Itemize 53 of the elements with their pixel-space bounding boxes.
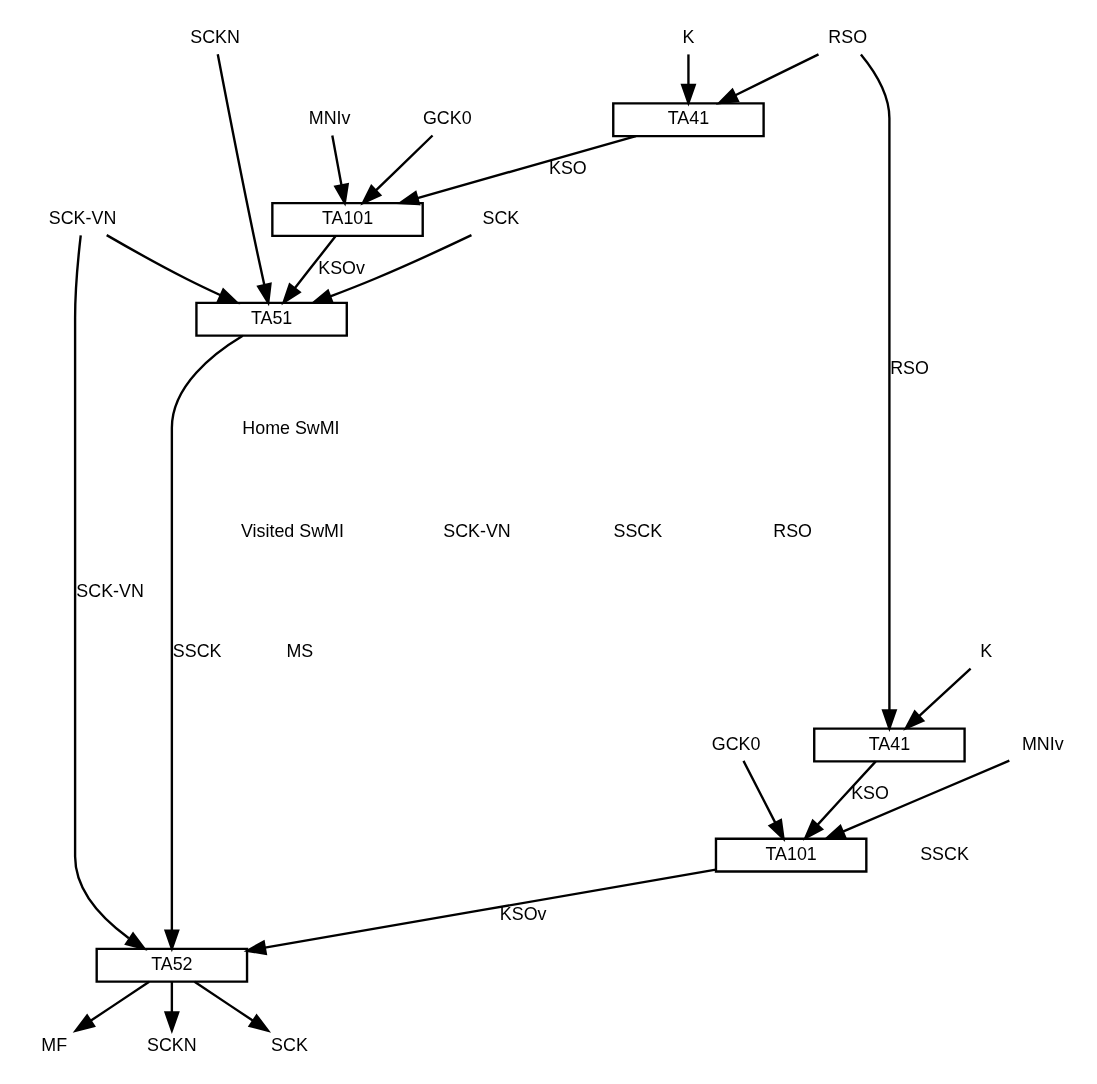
edge-label: SCK-VN [76,580,144,601]
node-text: K [980,640,993,661]
label: SCK-VN [443,520,511,541]
arrow [742,759,786,842]
edge-label: KSOv [499,903,547,924]
label: RSO [773,520,812,541]
arrow [72,980,150,1033]
arrow [243,867,717,955]
node-box: TA101 [271,201,424,237]
node-text: SCKN [190,26,240,47]
label: SSCK [613,520,663,541]
arrow [823,759,1010,840]
arrow [281,234,337,305]
node-text: SCK [271,1034,308,1055]
node-text: MNIv [1021,733,1064,754]
node-text: SCKN [147,1034,197,1055]
node-text: GCK0 [711,733,761,754]
edge-label: KSO [548,157,587,178]
arrow [396,134,637,205]
arrow [331,134,350,207]
node-box: TA41 [813,726,966,763]
node-text: GCK0 [422,107,472,128]
node-text: MNIv [308,107,351,128]
label: MS [286,640,314,661]
edge-label: KSO [851,782,889,803]
arrow [163,981,180,1034]
node-box: TA52 [95,947,249,983]
node-box: TA51 [195,301,348,337]
edge-label: KSOv [318,257,365,278]
arrow [802,760,877,841]
label: Visited SwMI [241,520,344,541]
arrow [680,53,697,106]
arrow [859,53,898,732]
node-box: TA101 [714,837,868,873]
arrow [73,234,148,951]
node-box: TA41 [612,101,765,137]
arrow [309,233,472,304]
edge-label: SSCK [172,640,222,661]
label: Home SwMI [242,417,340,438]
arrow [903,667,972,731]
arrow [106,233,241,304]
arrow [193,980,272,1033]
arrow [216,53,272,306]
edge-label: RSO [890,357,929,378]
node-text: K [682,26,695,47]
node-text: MF [41,1034,68,1055]
node-text: SCK-VN [48,207,117,228]
node-text: RSO [828,26,868,47]
label: SSCK [920,843,969,864]
arrow [163,334,244,952]
arrow [715,52,820,105]
arrow [360,134,434,205]
node-text: SCK [482,207,520,228]
